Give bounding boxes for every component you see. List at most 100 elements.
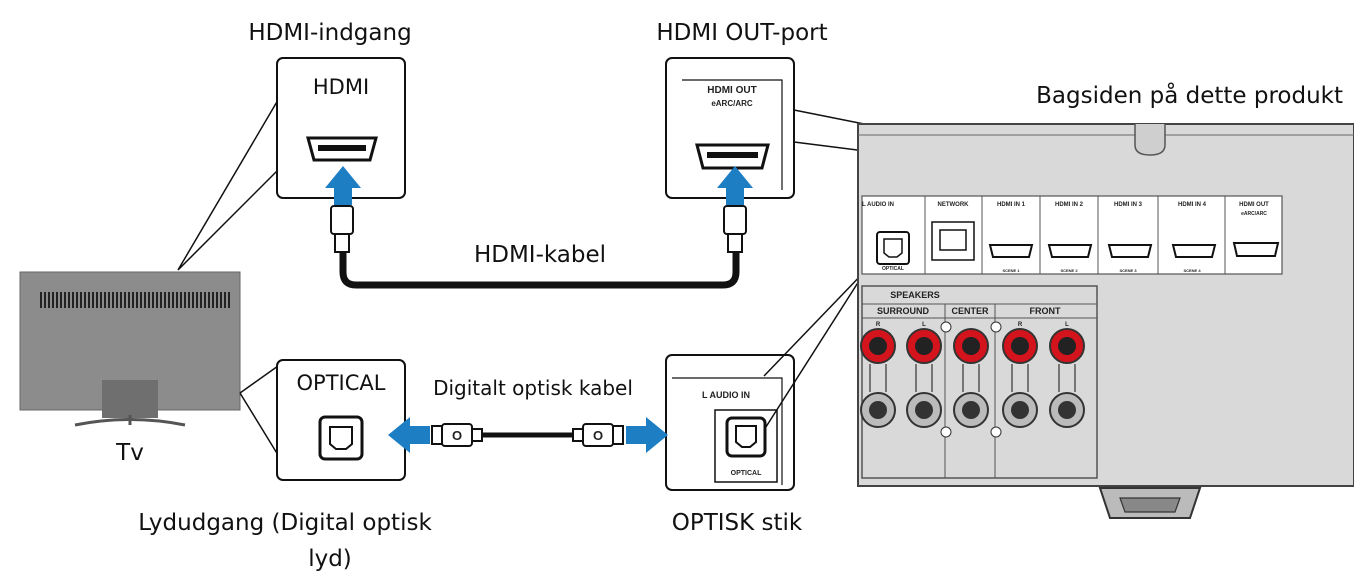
vent-slot: [112, 292, 114, 308]
vent-slot: [120, 292, 122, 308]
optical-callout-lines: [763, 269, 867, 431]
hdmi-out-port-label: HDMI OUT-port: [656, 20, 827, 46]
panel-hdmi-in-4-label: HDMI IN 4: [1178, 202, 1207, 208]
hdmi-cable-plug-left: [330, 205, 354, 253]
arrow-up-icon: [325, 166, 361, 205]
panel-front-l-label: L: [1065, 322, 1069, 328]
tv-label: Tv: [115, 440, 144, 466]
vent-slot: [176, 292, 178, 308]
diagram-labels: HDMI-indgang HDMI OUT-port Bagsiden på d…: [115, 20, 1343, 572]
hdmi-box-title: HDMI: [313, 75, 369, 99]
vent-slot: [108, 292, 110, 308]
vent-slot: [80, 292, 82, 308]
vent-slot: [152, 292, 154, 308]
vent-slot: [168, 292, 170, 308]
vent-slot: [204, 292, 206, 308]
arrow-left-icon: [388, 417, 430, 453]
optical-cable: [431, 423, 624, 447]
vent-slot: [64, 292, 66, 308]
vent-slot: [56, 292, 58, 308]
vent-slot: [220, 292, 222, 308]
vent-slot: [200, 292, 202, 308]
speaker-terminals: [860, 321, 1085, 438]
vent-slot: [100, 292, 102, 308]
cable-plug-text-right: O: [593, 428, 603, 443]
vent-slot: [128, 292, 130, 308]
vent-slot: [52, 292, 54, 308]
vent-slot: [216, 292, 218, 308]
optical-arrows: [388, 417, 668, 453]
tv: [19, 271, 241, 427]
vent-slot: [84, 292, 86, 308]
panel-hdmi-in-1-label: HDMI IN 1: [997, 202, 1026, 208]
hdmi-out-callout-line2: eARC/ARC: [711, 99, 753, 108]
vent-slot: [104, 292, 106, 308]
vent-slot: [188, 292, 190, 308]
vent-slot: [144, 292, 146, 308]
audio-in-callout-title: L AUDIO IN: [702, 390, 750, 400]
vent-slot: [172, 292, 174, 308]
audio-output-label: Lydudgang (Digital optisk: [138, 510, 432, 536]
arrow-up-icon: [717, 166, 753, 205]
optical-cable-label: Digitalt optisk kabel: [433, 376, 633, 400]
optical-input-callout: [665, 354, 795, 491]
vent-slot: [164, 292, 166, 308]
vent-slot: [208, 292, 210, 308]
hdmi-input-callout: [276, 57, 406, 199]
panel-hdmi-in-3-label: HDMI IN 3: [1114, 202, 1143, 208]
panel-scene-3-label: SCENE 3: [1119, 268, 1137, 273]
vent-slot: [196, 292, 198, 308]
vent-slot: [180, 292, 182, 308]
optical-cable-plug-left: [431, 423, 483, 447]
vent-slot: [140, 292, 142, 308]
tv-vent-grille: [40, 292, 230, 308]
vent-slot: [72, 292, 74, 308]
optical-cable-plug-right: [572, 423, 624, 447]
hdmi-ports: [988, 242, 1280, 258]
panel-scene-4-label: SCENE 4: [1183, 268, 1201, 273]
cable-plug-text-left: O: [452, 428, 462, 443]
vent-slot: [88, 292, 90, 308]
audio-in-callout-sub: OPTICAL: [731, 470, 762, 477]
panel-center-label: CENTER: [951, 306, 989, 316]
audio-output-label-line2: lyd): [308, 546, 352, 572]
optical-output-callout: [276, 359, 406, 481]
vent-slot: [96, 292, 98, 308]
panel-audio-in-label: L AUDIO IN: [862, 202, 894, 208]
vent-slot: [68, 292, 70, 308]
vent-slot: [132, 292, 134, 308]
rear-panel-label: Bagsiden på dette produkt: [1036, 81, 1343, 109]
panel-network-label: NETWORK: [938, 202, 970, 208]
vent-slot: [184, 292, 186, 308]
vent-slot: [116, 292, 118, 308]
vent-slot: [212, 292, 214, 308]
panel-speakers-label: SPEAKERS: [890, 290, 940, 300]
panel-scene-2-label: SCENE 2: [1060, 268, 1078, 273]
hdmi-arrows: [325, 166, 753, 205]
vent-slot: [156, 292, 158, 308]
optical-jack-label: OPTISK stik: [672, 510, 803, 536]
hdmi-cable: [330, 205, 747, 289]
hdmi-out-callout-line1: HDMI OUT: [707, 85, 756, 96]
panel-hdmi-in-2-label: HDMI IN 2: [1055, 202, 1084, 208]
panel-surround-r-label: R: [876, 322, 881, 328]
panel-hdmi-out-label: HDMI OUT: [1239, 202, 1269, 208]
optical-box-title: OPTICAL: [297, 371, 386, 395]
rear-panel: [857, 123, 1354, 519]
vent-slot: [160, 292, 162, 308]
vent-slot: [136, 292, 138, 308]
vent-slot: [76, 292, 78, 308]
hdmi-cable-label: HDMI-kabel: [474, 242, 606, 268]
panel-hdmi-out-sub-label: eARC/ARC: [1241, 211, 1267, 217]
vent-slot: [124, 292, 126, 308]
arrow-right-icon: [626, 417, 668, 453]
panel-optical-label: OPTICAL: [882, 266, 904, 272]
vent-slot: [92, 292, 94, 308]
vent-slot: [224, 292, 226, 308]
panel-surround-label: SURROUND: [877, 306, 930, 316]
vent-slot: [228, 292, 230, 308]
vent-slot: [48, 292, 50, 308]
panel-front-r-label: R: [1018, 322, 1023, 328]
vent-slot: [44, 292, 46, 308]
